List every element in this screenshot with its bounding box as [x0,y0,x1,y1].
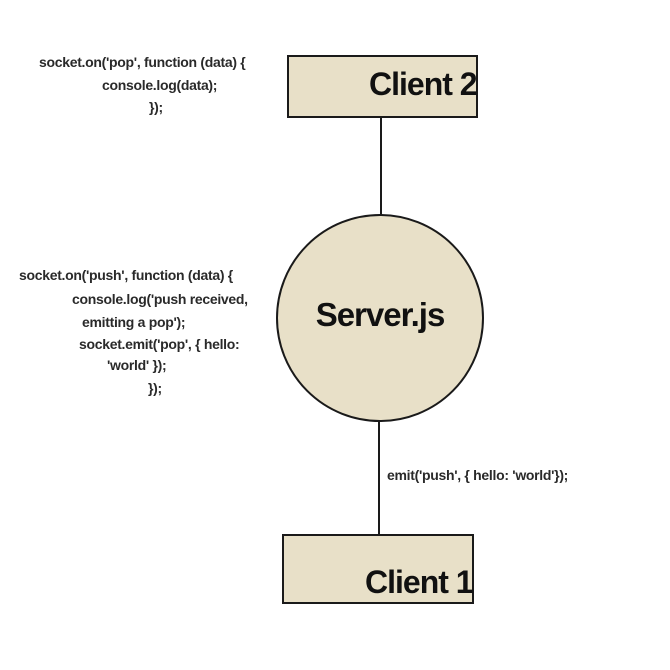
code-line: }); [149,99,163,115]
code-line: }); [148,380,162,396]
client2-node: Client 2 [287,55,478,118]
server-node: Server.js [276,214,484,422]
server-label: Server.js [315,296,446,333]
code-line: 'world' }); [107,357,167,373]
connector-client2-server [380,117,382,215]
code-line: emitting a pop'); [82,314,186,330]
code-line: socket.emit('pop', { hello: [79,336,240,352]
client1-node: Client 1 [282,534,474,604]
server-listener-code: socket.on('push', function (data) { cons… [0,0,300,420]
code-line: socket.on('pop', function (data) { [39,54,246,70]
code-line: console.log(data); [102,77,218,93]
code-line: socket.on('push', function (data) { [19,267,233,283]
client1-emit-code: emit('push', { hello: 'world'}); [387,467,569,483]
client2-label: Client 2 [369,66,478,102]
client2-listener-code: socket.on('pop', function (data) { conso… [0,0,300,130]
connector-server-client1 [378,421,380,536]
client1-label: Client 1 [365,564,474,600]
code-line: console.log('push received, [72,291,248,307]
